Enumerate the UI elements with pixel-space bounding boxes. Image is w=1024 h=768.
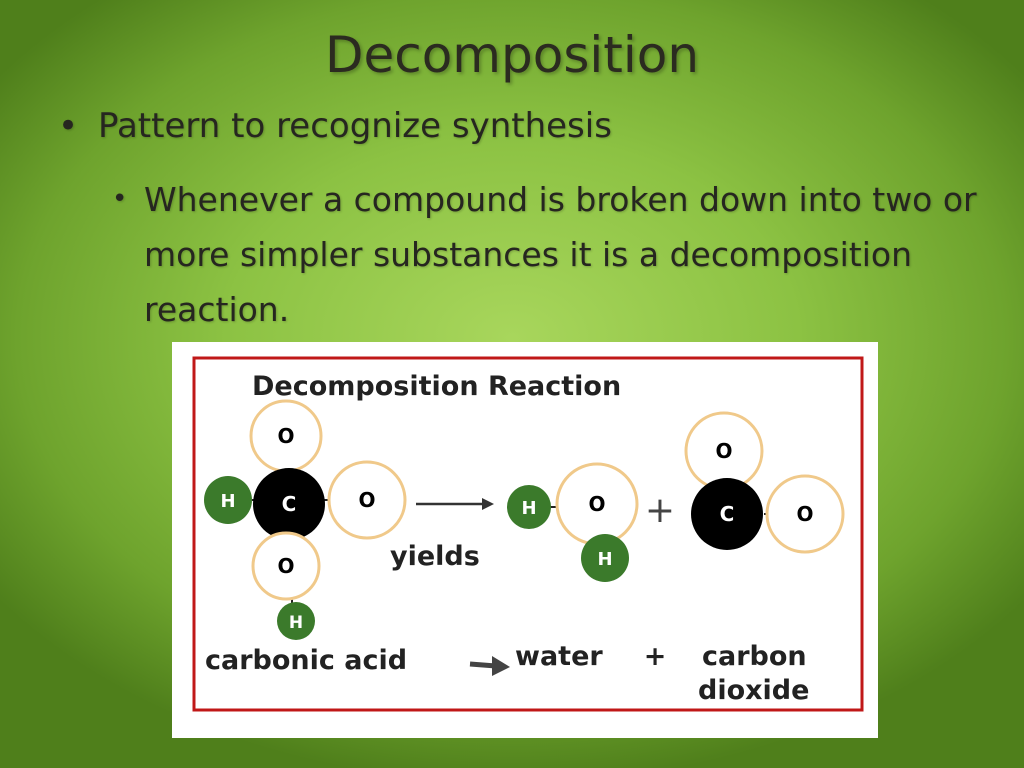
bullet-text: Pattern to recognize synthesis xyxy=(98,106,612,146)
slide-title: Decomposition xyxy=(324,26,700,84)
oxygen-atom: O xyxy=(249,399,323,473)
decomposition-diagram: Decomposition Reaction O H O C O xyxy=(172,342,878,738)
reactant-label: carbonic acid xyxy=(205,645,407,676)
svg-text:O: O xyxy=(715,439,732,463)
oxygen-atom: O xyxy=(684,411,764,491)
hydrogen-atom: H xyxy=(581,534,629,582)
diagram-frame xyxy=(192,356,864,712)
svg-text:H: H xyxy=(289,613,303,633)
carbon-atom: C xyxy=(253,468,325,540)
bullet-level-2: • Whenever a compound is broken down int… xyxy=(112,172,982,337)
bullet-dot: • xyxy=(58,106,79,146)
carbon-atom: C xyxy=(691,478,763,550)
bullet-dot: • xyxy=(112,184,128,214)
product-water-label: water xyxy=(515,641,603,672)
word-equation-plus: + xyxy=(644,641,667,672)
oxygen-atom: O xyxy=(555,462,639,546)
bullet-level-1: • Pattern to recognize synthesis xyxy=(58,106,612,146)
product-carbon-dioxide-line1: carbon xyxy=(702,641,807,672)
svg-text:C: C xyxy=(720,502,735,526)
svg-text:H: H xyxy=(597,549,612,570)
oxygen-atom: O xyxy=(765,474,845,554)
svg-text:C: C xyxy=(282,492,297,516)
svg-text:O: O xyxy=(588,492,605,516)
svg-text:O: O xyxy=(796,502,813,526)
svg-text:O: O xyxy=(277,554,294,578)
oxygen-atom: O xyxy=(251,531,321,601)
svg-text:H: H xyxy=(220,491,235,512)
svg-text:H: H xyxy=(521,498,536,519)
diagram-svg: Decomposition Reaction O H O C O xyxy=(192,356,864,712)
product-carbon-dioxide-line2: dioxide xyxy=(698,675,809,706)
yields-arrow xyxy=(416,498,494,510)
svg-text:O: O xyxy=(358,488,375,512)
yields-label: yields xyxy=(390,541,480,572)
plus-sign: + xyxy=(645,490,675,531)
hydrogen-atom: H xyxy=(204,476,252,524)
oxygen-atom: O xyxy=(327,460,407,540)
svg-text:O: O xyxy=(277,424,294,448)
hydrogen-atom: H xyxy=(277,602,315,640)
diagram-heading: Decomposition Reaction xyxy=(252,371,621,402)
bullet-text: Whenever a compound is broken down into … xyxy=(144,180,977,329)
hydrogen-atom: H xyxy=(507,485,551,529)
word-equation-arrow xyxy=(469,656,510,676)
